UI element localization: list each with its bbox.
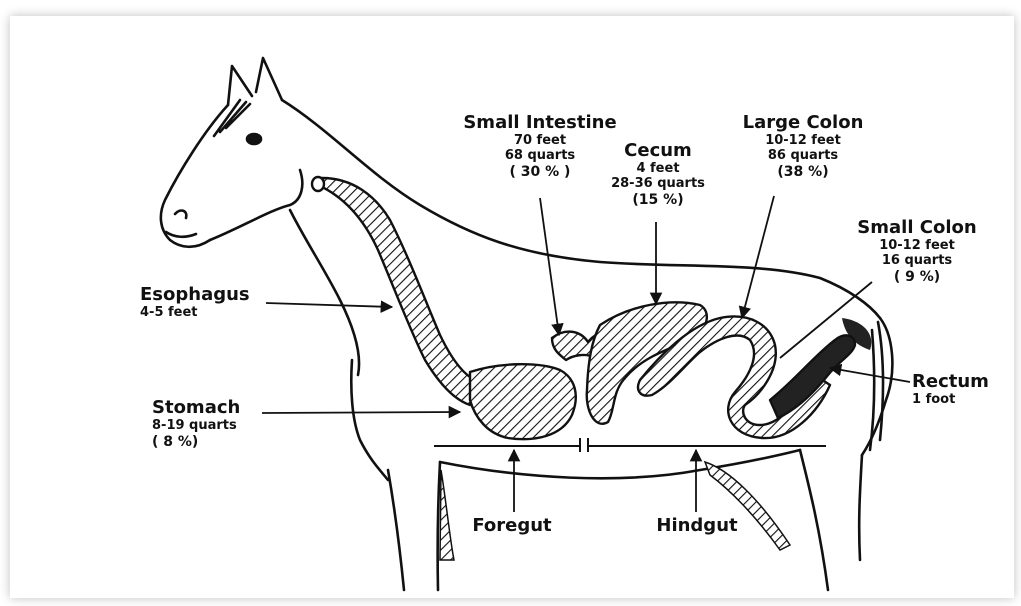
small-intestine-name: Small Intestine [452, 113, 628, 134]
digestive-tract [312, 177, 855, 439]
hind-leg [859, 455, 862, 560]
cecum-label: Cecum 4 feet 28-36 quarts (15 %) [598, 141, 718, 208]
large-colon-percent: (38 %) [728, 164, 878, 180]
chest-line [351, 360, 388, 480]
ear-right [256, 58, 282, 100]
front-neck-line [290, 210, 359, 375]
large-colon-label: Large Colon 10-12 feet 86 quarts (38 %) [728, 113, 878, 180]
mane-hair [214, 100, 250, 136]
small-colon-length: 10-12 feet [842, 239, 992, 254]
cecum-length: 4 feet [598, 162, 718, 177]
stomach-name: Stomach [152, 398, 262, 419]
large-colon-volume: 86 quarts [728, 149, 878, 164]
stomach-volume: 8-19 quarts [152, 419, 262, 434]
mouth [166, 232, 196, 237]
foregut-name: Foregut [462, 516, 562, 537]
hind-leg-inner [800, 450, 828, 590]
esophagus-leader [266, 303, 392, 307]
stomach-organ [470, 364, 576, 439]
small-intestine-leader [540, 198, 559, 335]
stomach-percent: ( 8 %) [152, 434, 262, 450]
cecum-percent: (15 %) [598, 192, 718, 208]
belly-line [440, 450, 800, 478]
large-colon-length: 10-12 feet [728, 134, 878, 149]
esophagus-name: Esophagus [140, 285, 280, 306]
esophagus-label: Esophagus 4-5 feet [140, 285, 280, 321]
nostril [175, 211, 186, 218]
stomach-label: Stomach 8-19 quarts ( 8 %) [152, 398, 262, 450]
rectum-name: Rectum [912, 372, 1008, 393]
foregut-label: Foregut [462, 516, 562, 537]
gut-bracket [434, 438, 826, 452]
cecum-name: Cecum [598, 141, 718, 162]
small-colon-label: Small Colon 10-12 feet 16 quarts ( 9 %) [842, 218, 992, 285]
face-line [161, 105, 228, 247]
hindgut-label: Hindgut [642, 516, 752, 537]
small-colon-percent: ( 9 %) [842, 269, 992, 285]
rectum-length: 1 foot [912, 393, 1008, 408]
esophagus-length: 4-5 feet [140, 306, 280, 321]
small-colon-name: Small Colon [842, 218, 992, 239]
large-colon-leader [742, 196, 774, 318]
front-leg [388, 470, 404, 590]
jaw-line [210, 170, 302, 240]
cecum-volume: 28-36 quarts [598, 177, 718, 192]
rectum-leader [830, 368, 910, 382]
eye [247, 134, 261, 144]
hindgut-name: Hindgut [642, 516, 752, 537]
large-colon-name: Large Colon [728, 113, 878, 134]
rectum-label: Rectum 1 foot [912, 372, 1008, 408]
stomach-leader [262, 412, 460, 413]
small-colon-volume: 16 quarts [842, 254, 992, 269]
esophagus-organ [318, 178, 480, 405]
